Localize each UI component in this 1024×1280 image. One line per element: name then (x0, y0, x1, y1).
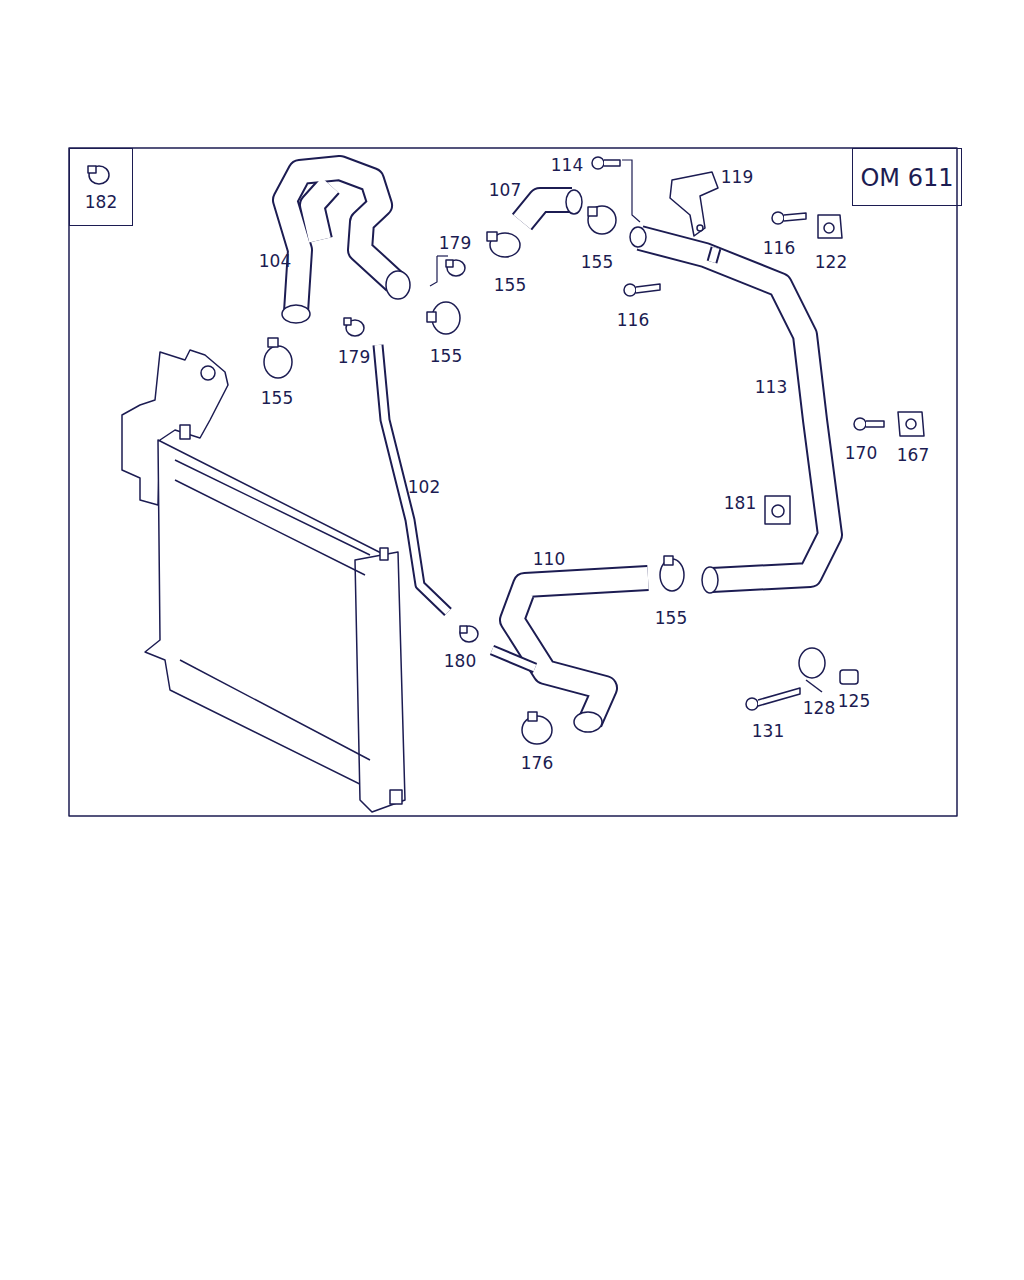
callout-number: 104 (258, 252, 292, 271)
callout-number: 179 (438, 234, 472, 253)
callout-number: 102 (407, 478, 441, 497)
leader-lines (430, 160, 640, 286)
callout-number: 128 (802, 699, 836, 718)
callout-number: 119 (720, 168, 754, 187)
callout-number: 176 (520, 754, 554, 773)
callout-number: 116 (616, 311, 650, 330)
callout-number: 122 (814, 253, 848, 272)
callout-number: 181 (723, 494, 757, 513)
engine-box: OM 611 (852, 148, 962, 206)
callout-number: 179 (337, 348, 371, 367)
callout-number: 170 (844, 444, 878, 463)
callout-number: 155 (429, 347, 463, 366)
callout-number: 155 (580, 253, 614, 272)
hoses (285, 168, 830, 722)
engine-code: OM 611 (853, 165, 961, 191)
callout-number: 167 (896, 446, 930, 465)
callout-number: 155 (654, 609, 688, 628)
callout-number: 155 (493, 276, 527, 295)
part-box: 182 (69, 148, 133, 226)
frame (69, 148, 957, 816)
callout-number: 113 (754, 378, 788, 397)
callout-number: 180 (443, 652, 477, 671)
callout-number: 131 (751, 722, 785, 741)
radiator (122, 350, 405, 812)
callout-number: 155 (260, 389, 294, 408)
callout-number: 116 (762, 239, 796, 258)
callout-number: 114 (550, 156, 584, 175)
callout-number: 107 (488, 181, 522, 200)
callout-number: 125 (837, 692, 871, 711)
callout-number: 110 (532, 550, 566, 569)
callout-number: 182 (70, 193, 132, 212)
fittings (88, 157, 924, 744)
